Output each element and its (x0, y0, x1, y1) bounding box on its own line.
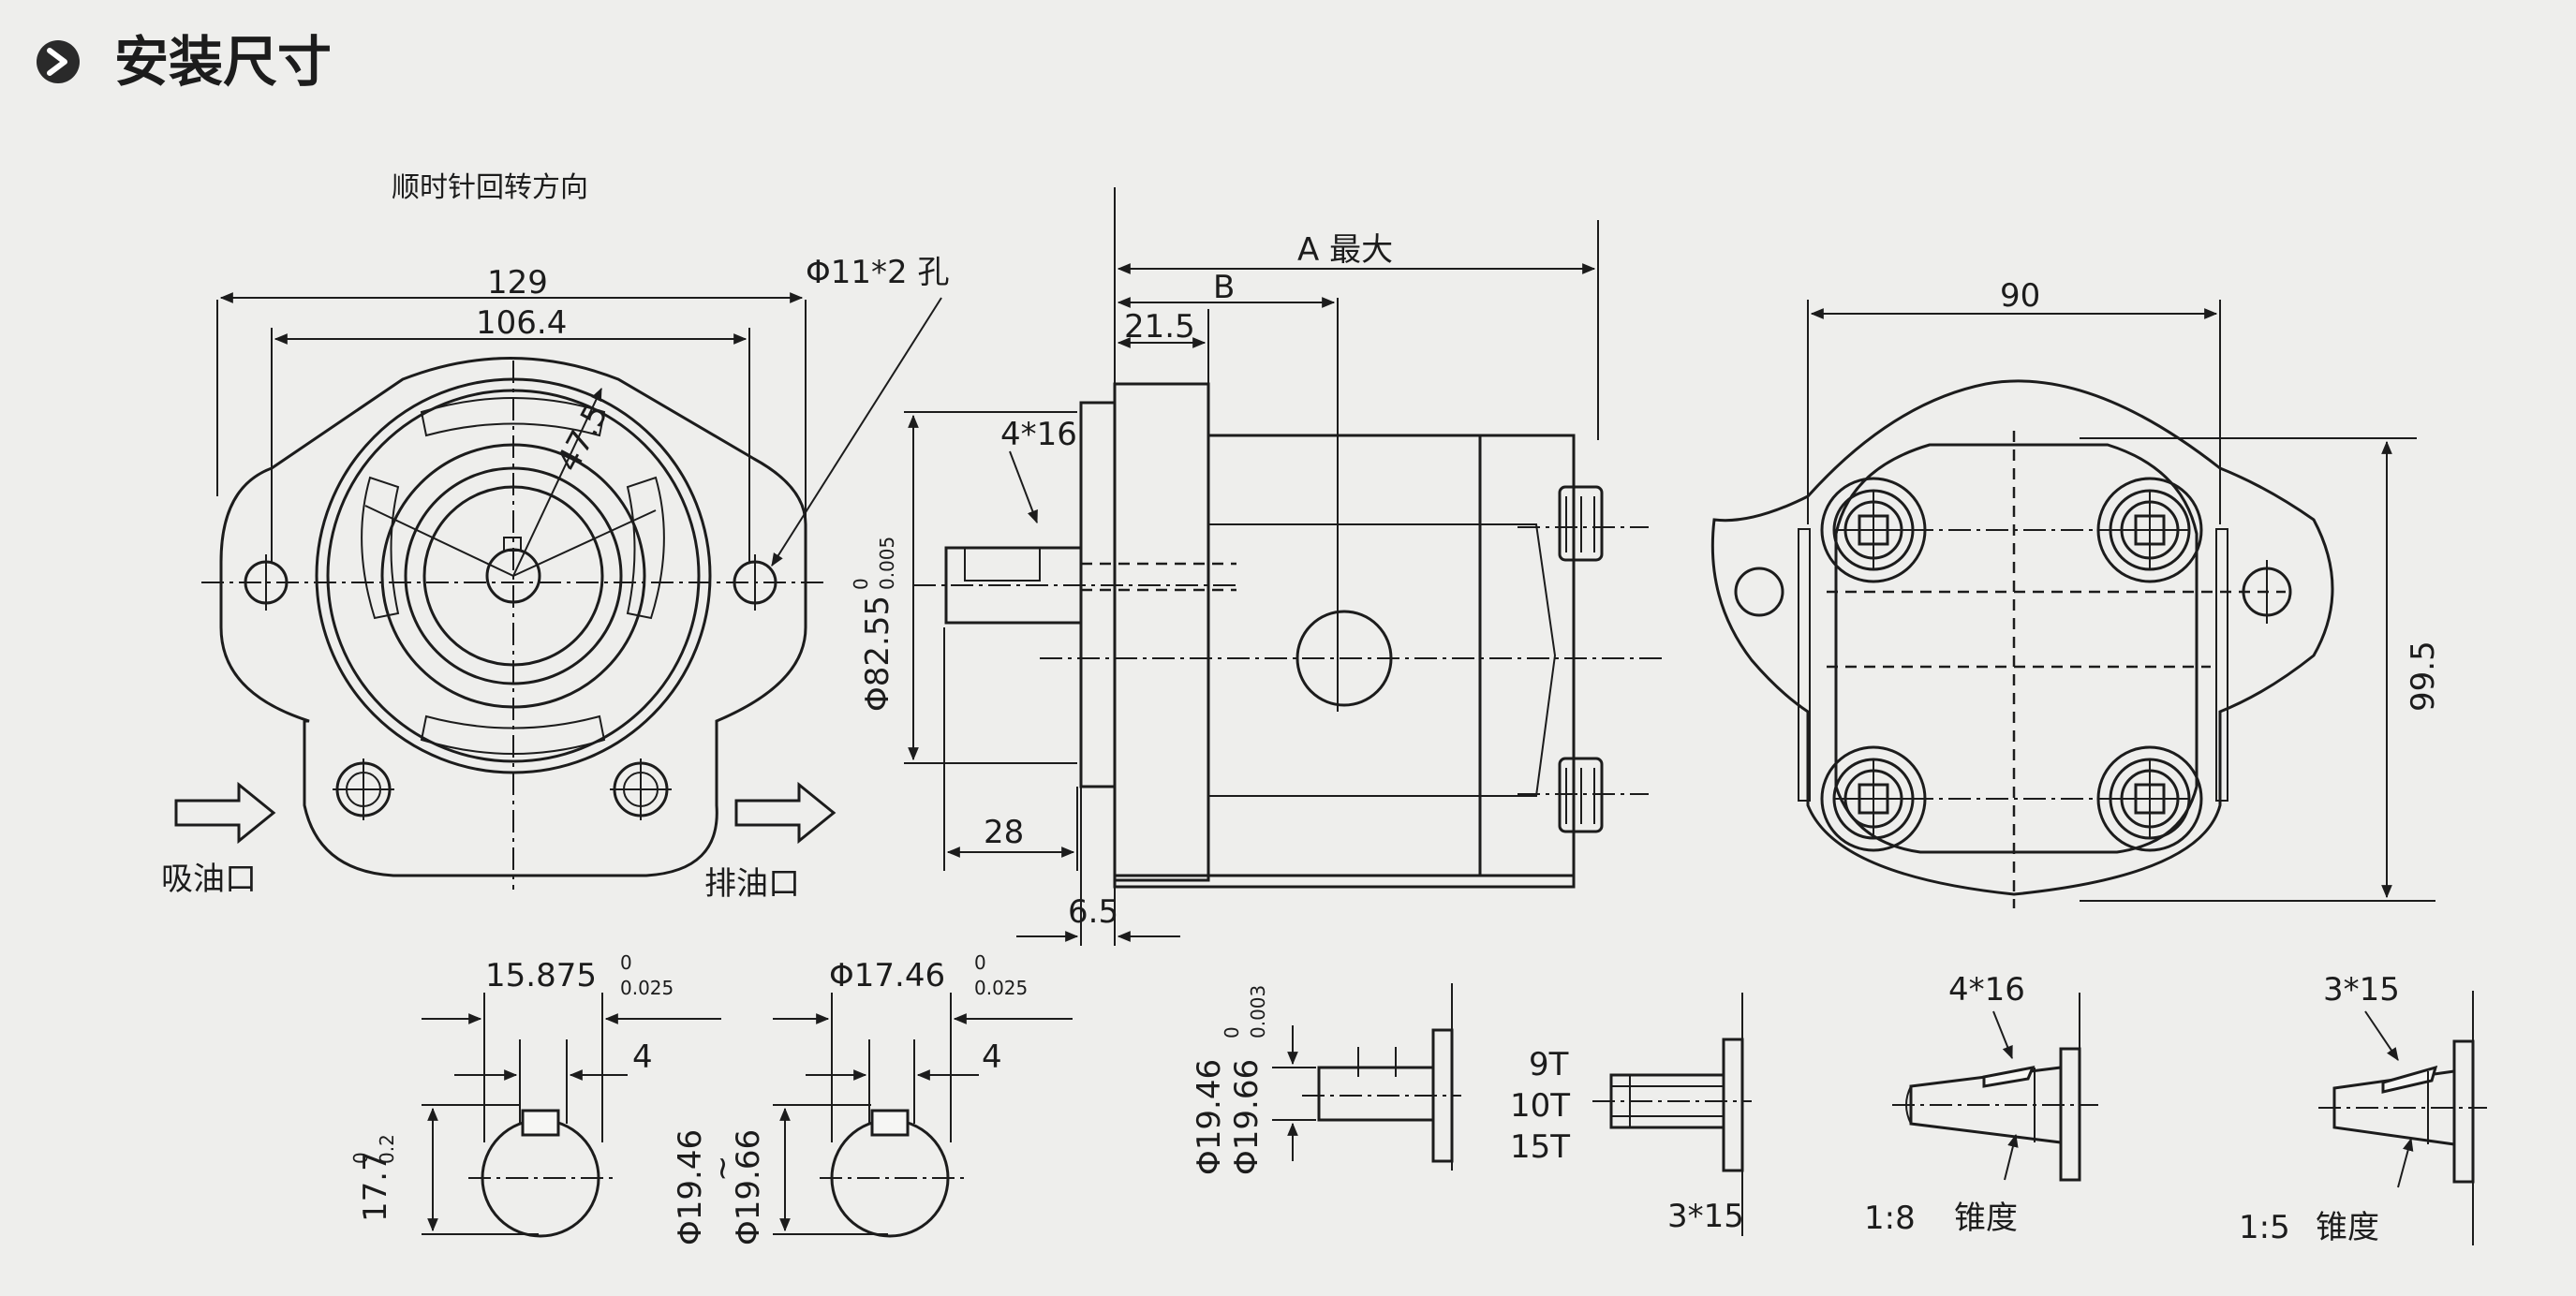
pilot-tol-lower: 0.005 (876, 537, 898, 590)
keyed-small-dim-top: 15.875 (485, 957, 597, 994)
keyed-small-dim-key: 4 (632, 1038, 653, 1076)
straight-tol-lower: 0.003 (1247, 985, 1269, 1038)
rear-mount-hole-left (1734, 567, 1784, 617)
chevron-bullet-icon (37, 40, 80, 83)
keyed-small-tol-upper: 0 (620, 951, 632, 974)
keyed-small-h-tol-upper: 0 (349, 1152, 372, 1164)
shaft-detail-keyed-small: 15.875 0 0.025 4 17.7 0 0.2 (349, 951, 721, 1238)
taper-1-5-key: 3*15 (2323, 971, 2400, 1009)
inlet-arrow-icon (174, 781, 276, 845)
dim-6-5: 6.5 (1068, 893, 1118, 931)
taper-1-8-label: 锥度 (1954, 1200, 2018, 1237)
shaft-detail-spline: 9T 10T 15T 3*15 (1510, 993, 1752, 1236)
dim-b: B (1213, 269, 1235, 306)
dim-a-max: A 最大 (1297, 231, 1393, 269)
pump-body (1207, 434, 1482, 877)
taper-1-5-label: 锥度 (2316, 1209, 2379, 1246)
keyed-large-tol-lower: 0.025 (974, 977, 1028, 999)
mounting-flange (1113, 382, 1210, 882)
dim-99-5: 99.5 (2405, 641, 2442, 712)
front-view: 顺时针回转方向 129 106.4 47.5 (161, 171, 949, 903)
keyed-large-range-tilde: ~ (703, 1156, 741, 1183)
dim-28: 28 (984, 814, 1024, 851)
flange-outline (219, 357, 807, 877)
keyed-large-dim-key: 4 (982, 1038, 1002, 1076)
outlet-arrow-icon (734, 781, 836, 845)
taper-1-8-key: 4*16 (1948, 971, 2025, 1009)
spline-length-label: 3*15 (1667, 1198, 1744, 1235)
keyed-small-dim-height: 17.7 (357, 1151, 394, 1222)
dim-129: 129 (487, 264, 548, 302)
shaft-detail-taper-1-8: 4*16 1:8 锥度 (1864, 971, 2098, 1237)
taper-1-8-ratio: 1:8 (1864, 1200, 1916, 1237)
straight-dia-b: Φ19.66 (1228, 1059, 1266, 1175)
page-title: 安装尺寸 (114, 30, 332, 94)
straight-dia-a: Φ19.46 (1191, 1059, 1228, 1175)
side-view: A 最大 B 21.5 (850, 187, 1667, 946)
section-header: 安装尺寸 (37, 30, 332, 94)
hole-spec-label: Φ11*2 孔 (806, 254, 949, 291)
dim-radius-47-5: 47.5 (550, 398, 616, 479)
keyed-small-tol-lower: 0.025 (620, 977, 674, 999)
taper-1-5-ratio: 1:5 (2239, 1209, 2290, 1246)
straight-tol-upper: 0 (1221, 1026, 1243, 1038)
shaft-detail-straight: Φ19.46 Φ19.66 0 0.003 (1191, 983, 1461, 1175)
rear-cover-outline (1710, 379, 2334, 896)
key-spec-label: 4*16 (1000, 416, 1077, 453)
dim-90: 90 (2000, 277, 2040, 315)
shaft-detail-taper-1-5: 3*15 1:5 锥度 (2239, 971, 2487, 1246)
chevron-right-icon (47, 48, 67, 76)
rotation-direction-label: 顺时针回转方向 (392, 171, 588, 204)
pilot-tol-upper: 0 (850, 578, 872, 590)
keyed-large-dim-top: Φ17.46 (829, 957, 945, 994)
shaft-detail-keyed-large: Φ17.46 0 0.025 4 Φ19.46 ~ Φ19.66 (672, 951, 1073, 1245)
keyed-small-h-tol-lower: 0.2 (376, 1134, 398, 1164)
dim-pilot-diameter: Φ82.55 (859, 596, 896, 712)
outlet-port-label: 排油口 (704, 865, 800, 903)
spline-teeth-15t: 15T (1510, 1128, 1570, 1166)
rear-view: 90 (1710, 277, 2442, 908)
dim-106-4: 106.4 (476, 304, 567, 342)
keyed-large-range-b: Φ19.66 (730, 1129, 767, 1245)
keyed-large-range-a: Φ19.46 (672, 1129, 709, 1245)
keyed-large-tol-upper: 0 (974, 951, 986, 974)
dim-21-5: 21.5 (1124, 308, 1195, 346)
inlet-port-label: 吸油口 (161, 861, 257, 898)
spline-teeth-10t: 10T (1510, 1087, 1570, 1125)
spline-teeth-9t: 9T (1529, 1046, 1569, 1083)
